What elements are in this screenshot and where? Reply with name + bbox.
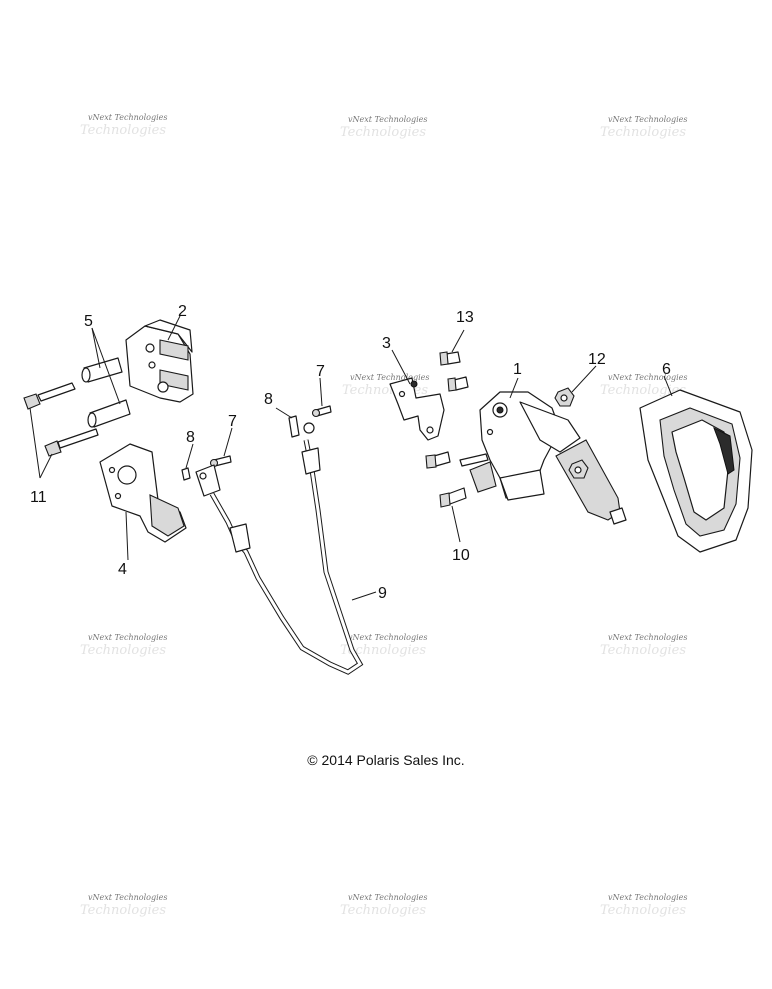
- watermark-text: vNext Technologies: [608, 373, 687, 382]
- callout-labels: 1 2 3 4 5 6 7 7 8 8 9 10 11 12 13: [30, 303, 671, 602]
- callout-7-left: 7: [228, 413, 237, 430]
- part-13-bolt: [447, 376, 469, 392]
- watermark-text: vNext Technologies: [608, 893, 687, 902]
- watermark: Technologies vNext Technologies: [80, 893, 167, 918]
- part-3-bracket: [389, 377, 445, 441]
- callout-12: 12: [588, 351, 606, 368]
- part-2-bracket: [125, 319, 194, 403]
- watermark-big-text: Technologies: [600, 643, 686, 658]
- watermark-big-text: Technologies: [600, 383, 686, 398]
- watermark: Technologies vNext Technologies: [600, 115, 687, 140]
- part-6-boot: [639, 389, 753, 553]
- watermark-text: vNext Technologies: [88, 113, 167, 122]
- part-12-nut: [554, 387, 575, 407]
- part-1-lever-assembly: [459, 391, 627, 525]
- watermark-big-text: Technologies: [340, 643, 426, 658]
- watermark-text: vNext Technologies: [348, 115, 427, 124]
- callout-6: 6: [662, 361, 671, 378]
- callout-10: 10: [452, 547, 470, 564]
- watermark-big-text: Technologies: [340, 125, 426, 140]
- watermark: Technologies vNext Technologies: [600, 633, 687, 658]
- watermark: Technologies vNext Technologies: [80, 633, 167, 658]
- watermark-text: vNext Technologies: [88, 893, 167, 902]
- callout-9: 9: [378, 585, 387, 602]
- part-10-bolt: [439, 487, 467, 508]
- watermark-text: vNext Technologies: [348, 893, 427, 902]
- watermark-text: vNext Technologies: [350, 373, 429, 382]
- watermark-big-text: Technologies: [80, 903, 166, 918]
- watermark: Technologies vNext Technologies: [340, 115, 427, 140]
- part-10-bolt: [425, 451, 451, 469]
- callout-8-right: 8: [264, 391, 273, 408]
- watermark-group: Technologies vNext Technologies Technolo…: [80, 113, 687, 918]
- leader-lines: [29, 315, 673, 601]
- part-13-bolt: [439, 351, 461, 366]
- part-7-pin: [311, 405, 332, 418]
- callout-13: 13: [456, 309, 474, 326]
- callout-5: 5: [84, 313, 93, 330]
- callout-1: 1: [513, 361, 522, 378]
- part-5-sleeve: [87, 399, 131, 428]
- callout-4: 4: [118, 561, 127, 578]
- watermark: Technologies vNext Technologies: [600, 373, 687, 398]
- watermark: Technologies vNext Technologies: [600, 893, 687, 918]
- part-11-bolt: [44, 428, 99, 457]
- part-4-mount-plate: [99, 443, 187, 543]
- watermark: Technologies vNext Technologies: [80, 113, 167, 138]
- callout-7-right: 7: [316, 363, 325, 380]
- callout-2: 2: [178, 303, 187, 320]
- watermark-big-text: Technologies: [600, 903, 686, 918]
- watermark-text: vNext Technologies: [348, 633, 427, 642]
- part-12-nut: [568, 459, 589, 479]
- part-5-sleeve: [81, 357, 123, 383]
- watermark-text: vNext Technologies: [608, 115, 687, 124]
- watermark-text: vNext Technologies: [608, 633, 687, 642]
- watermark-big-text: Technologies: [600, 125, 686, 140]
- callout-3: 3: [382, 335, 391, 352]
- watermark-big-text: Technologies: [80, 123, 166, 138]
- part-9-cable: [195, 422, 364, 675]
- part-8-clip: [181, 467, 191, 481]
- callout-8-left: 8: [186, 429, 195, 446]
- watermark-big-text: Technologies: [80, 643, 166, 658]
- callout-11: 11: [30, 489, 47, 506]
- watermark-text: vNext Technologies: [88, 633, 167, 642]
- part-7-pin: [209, 455, 232, 468]
- copyright-notice: © 2014 Polaris Sales Inc.: [307, 752, 465, 768]
- part-11-bolt: [23, 382, 76, 410]
- watermark: Technologies vNext Technologies: [340, 893, 427, 918]
- part-8-clip: [288, 415, 300, 438]
- watermark-big-text: Technologies: [340, 903, 426, 918]
- watermark: Technologies vNext Technologies: [340, 633, 427, 658]
